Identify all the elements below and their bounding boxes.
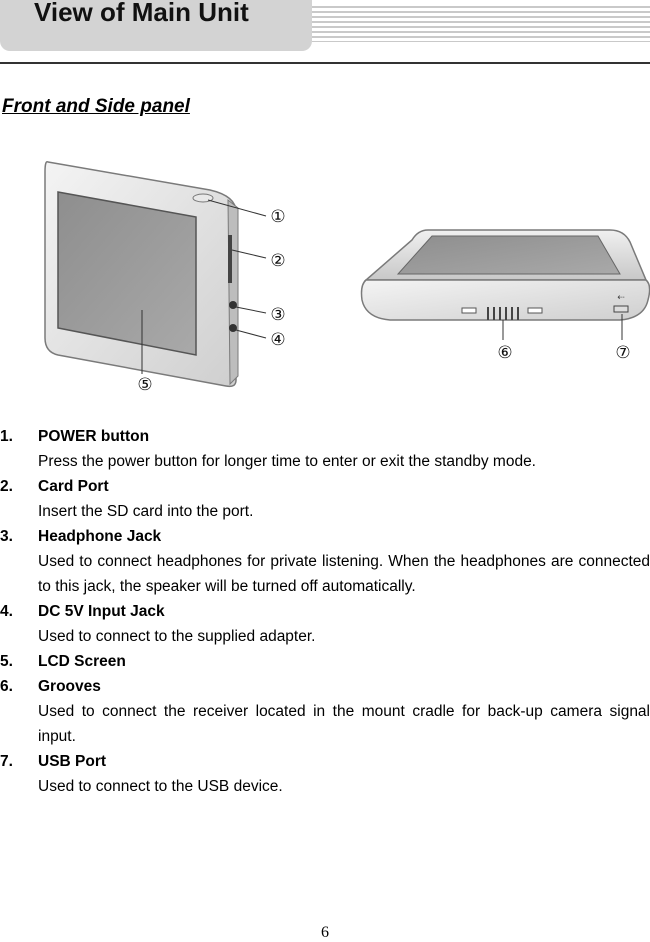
item-description: Used to connect to the supplied adapter. (38, 628, 316, 645)
list-item: 5. LCD Screen (0, 649, 650, 674)
item-name: USB Port (38, 753, 107, 770)
item-number: 7. (0, 753, 13, 770)
item-name: Grooves (38, 678, 101, 695)
section-title: Front and Side panel (2, 96, 190, 117)
callout-3: ③ (270, 305, 285, 325)
component-list: 1. POWER button Press the power button fo… (0, 424, 650, 799)
item-number: 6. (0, 678, 13, 695)
item-name: Card Port (38, 478, 109, 495)
callout-7: ⑦ (615, 343, 630, 363)
callout-2: ② (270, 251, 285, 271)
list-item: 7. USB Port Used to connect to the USB de… (0, 749, 650, 799)
page-number: 6 (321, 924, 329, 941)
item-description: Insert the SD card into the port. (38, 503, 254, 520)
item-name: LCD Screen (38, 653, 126, 670)
item-number: 3. (0, 528, 13, 545)
front-view-device (44, 160, 239, 388)
header-decoration (312, 6, 650, 42)
callout-5: ⑤ (137, 375, 152, 395)
callout-1: ① (270, 207, 285, 227)
item-number: 4. (0, 603, 13, 620)
callout-6: ⑥ (497, 343, 512, 363)
item-description: Used to connect the receiver located in … (38, 703, 650, 745)
header-tab: View of Main Unit (0, 0, 312, 51)
item-name: DC 5V Input Jack (38, 603, 165, 620)
item-name: Headphone Jack (38, 528, 162, 545)
item-number: 1. (0, 428, 13, 445)
item-description: Press the power button for longer time t… (38, 453, 536, 470)
list-item: 4. DC 5V Input Jack Used to connect to th… (0, 599, 650, 649)
bottom-view-device: ⇠ (360, 229, 650, 321)
header-divider (0, 62, 650, 64)
page-title: View of Main Unit (34, 0, 249, 27)
item-name: POWER button (38, 428, 150, 445)
list-item: 6. Grooves Used to connect the receiver l… (0, 674, 650, 749)
list-item: 2. Card Port Insert the SD card into the … (0, 474, 650, 524)
svg-text:⇠: ⇠ (617, 293, 625, 303)
list-item: 1. POWER button Press the power button fo… (0, 424, 650, 474)
item-description: Used to connect to the USB device. (38, 778, 283, 795)
item-number: 2. (0, 478, 13, 495)
item-number: 5. (0, 653, 13, 670)
item-description: Used to connect headphones for private l… (38, 553, 650, 595)
callout-4: ④ (270, 330, 285, 350)
list-item: 3. Headphone Jack Used to connect headpho… (0, 524, 650, 599)
device-illustration: ⇠ ① ② ③ ④ ⑤ ⑥ ⑦ (0, 150, 650, 405)
